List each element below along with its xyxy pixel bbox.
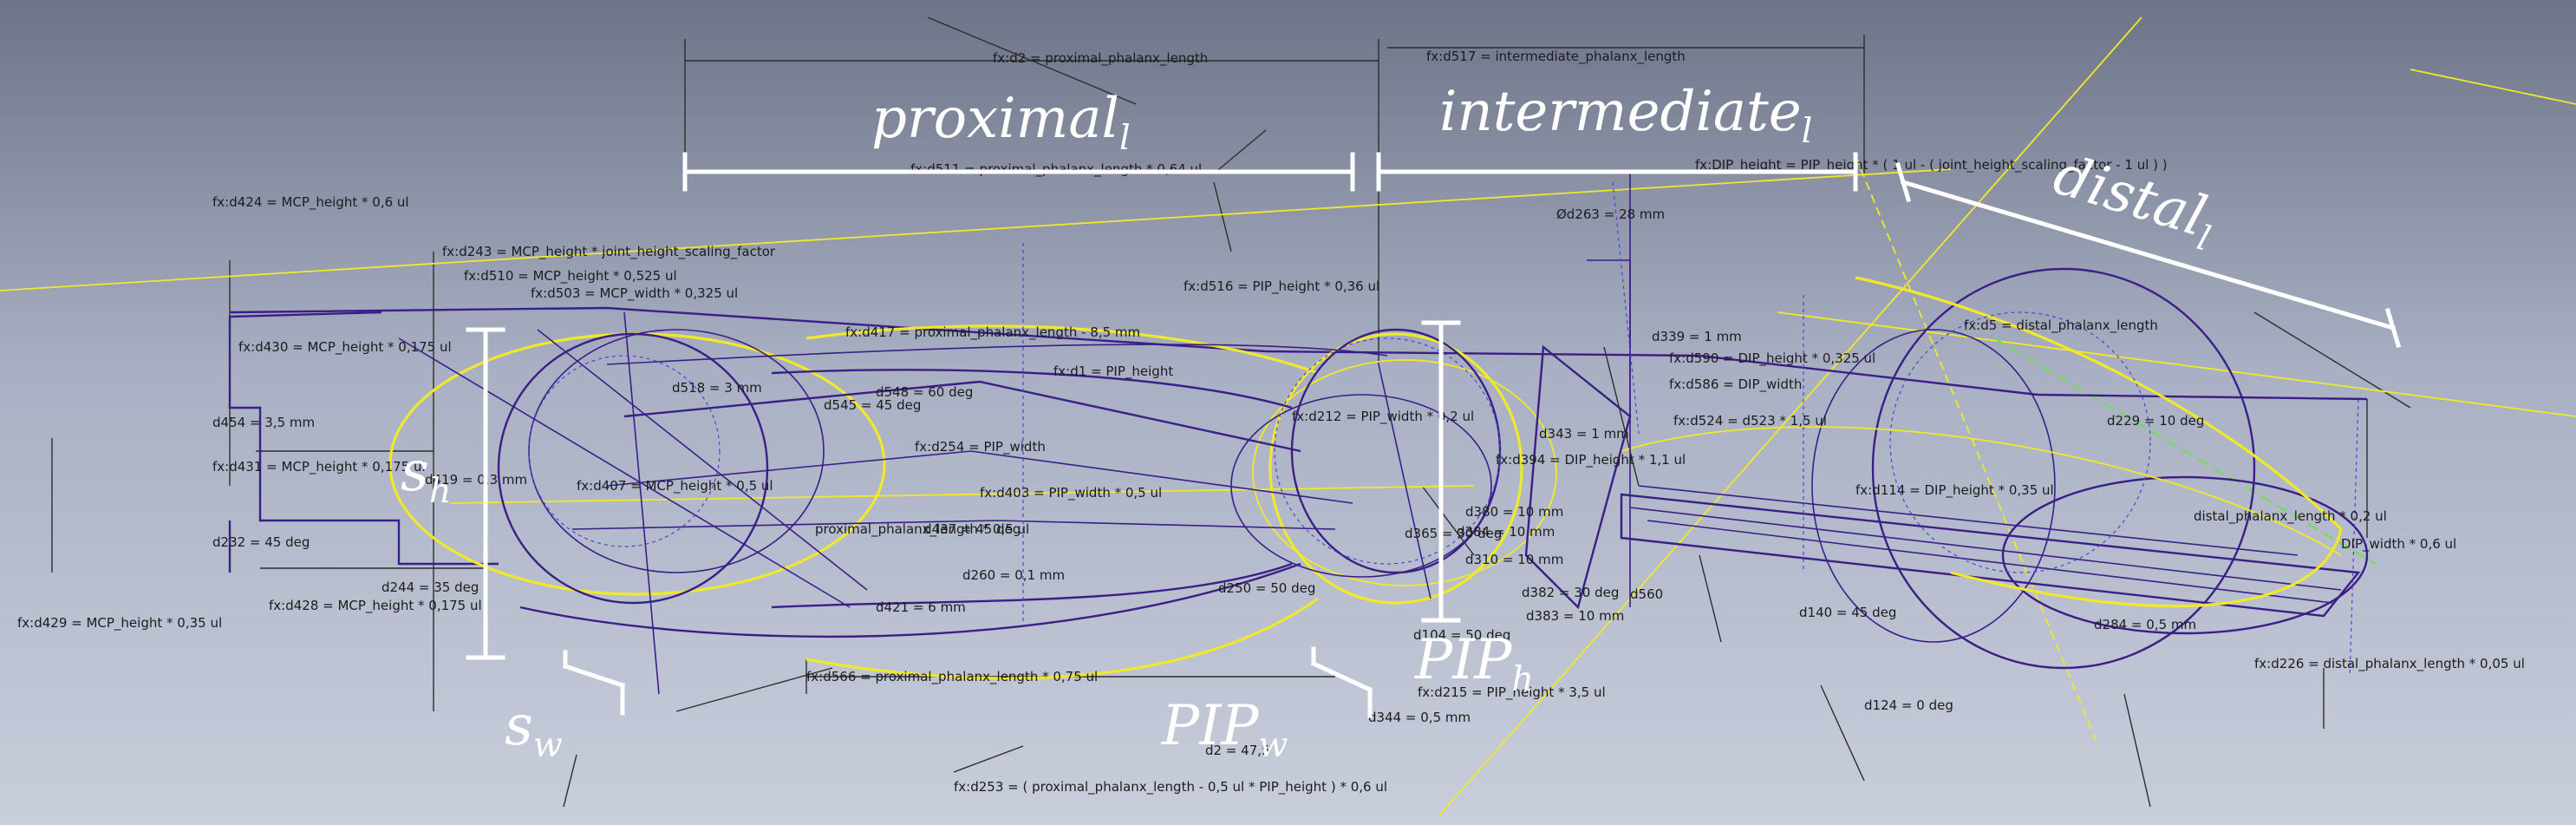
dimension-text: fx:d431 = MCP_height * 0,175 ul xyxy=(212,459,426,475)
dimension-text: d339 = 1 mm xyxy=(1652,329,1742,344)
dimension-text: fx:d114 = DIP_height * 0,35 ul xyxy=(1855,482,2054,499)
dimension-text: d545 = 45 deg xyxy=(824,397,921,413)
dimension-text: d382 = 30 deg xyxy=(1522,585,1619,600)
measurement-overlay xyxy=(466,152,2402,718)
dimension-text: d229 = 10 deg xyxy=(2107,413,2204,429)
dimension-text: fx:d430 = MCP_height * 0,175 ul xyxy=(238,339,452,356)
dimension-text: d260 = 0,1 mm xyxy=(962,567,1065,583)
dimension-text: d232 = 45 deg xyxy=(212,534,310,550)
dimension-text: d140 = 45 deg xyxy=(1799,605,1896,620)
dimension-text: fx:d510 = MCP_height * 0,525 ul xyxy=(464,268,677,285)
dimension-text: d365 = 30 deg xyxy=(1405,526,1502,541)
dimension-text: fx:d5 = distal_phalanx_length xyxy=(1964,318,2158,334)
dimension-text: fx:d407 = MCP_height * 0,5 ul xyxy=(577,478,773,494)
dimension-text: fx:d590 = DIP_height * 0,325 ul xyxy=(1669,350,1875,367)
dimension-text: fx:d2 = proximal_phalanx_length xyxy=(993,50,1208,67)
dimension-text: d310 = 10 mm xyxy=(1465,552,1563,567)
dimension-text: fx:d516 = PIP_height * 0,36 ul xyxy=(1184,278,1379,295)
proximal-length-label: proximall xyxy=(871,87,1131,158)
dimension-text: d284 = 0,5 mm xyxy=(2094,617,2196,632)
dimension-text: fx:d403 = PIP_width * 0,5 ul xyxy=(980,485,1162,501)
dimension-text: fx:d586 = DIP_width xyxy=(1669,376,1802,393)
dimension-text: fx:d394 = DIP_height * 1,1 ul xyxy=(1496,452,1686,468)
dimension-text: Ød263 = 28 mm xyxy=(1556,206,1665,222)
dimension-text: d124 = 0 deg xyxy=(1864,697,1953,713)
dimension-text: d548 = 60 deg xyxy=(876,384,973,400)
dimension-text: d419 = 0,3 mm xyxy=(425,472,527,488)
dimension-text: DIP_width * 0,6 ul xyxy=(2341,536,2456,553)
dimension-text: d250 = 50 deg xyxy=(1218,580,1315,596)
dimension-text: fx:d503 = MCP_width * 0,325 ul xyxy=(531,285,738,302)
dimension-text: fx:d215 = PIP_height * 3,5 ul xyxy=(1418,684,1606,701)
dimension-text: fx:d566 = proximal_phalanx_length * 0,75… xyxy=(806,669,1098,685)
dimension-text: fx:d517 = intermediate_phalanx_length xyxy=(1426,49,1686,65)
dimension-text: fx:d417 = proximal_phalanx_length - 8,5 … xyxy=(845,324,1140,341)
s-height-label: sh xyxy=(401,440,451,511)
dimension-text: fx:d1 = PIP_height xyxy=(1053,363,1173,380)
s-width-bar xyxy=(562,663,626,689)
dimension-text: fx:d254 = PIP_width xyxy=(915,439,1046,455)
overlay-labels: proximall intermediatel distall sh sw PI… xyxy=(401,80,2214,765)
dimension-text: d2 = 47,5 xyxy=(1205,743,1270,758)
intermediate-length-label: intermediatel xyxy=(1439,80,1812,151)
dimension-text: fx:d243 = MCP_height * joint_height_scal… xyxy=(442,244,776,260)
dimension-text: fx:d428 = MCP_height * 0,175 ul xyxy=(269,598,482,614)
dimension-text: d244 = 35 deg xyxy=(382,579,479,595)
pip-width-label: PIPw xyxy=(1161,694,1288,765)
dimension-text: fx:d424 = MCP_height * 0,6 ul xyxy=(212,194,409,211)
pip-width-bar xyxy=(1310,660,1373,693)
s-width-label: sw xyxy=(505,694,563,765)
dimension-text: distal_phalanx_length * 0,2 ul xyxy=(2194,508,2387,525)
dimension-text: d560 xyxy=(1630,586,1663,602)
dimension-text: fx:d429 = MCP_height * 0,35 ul xyxy=(17,615,222,632)
dimension-text: fx:d226 = distal_phalanx_length * 0,05 u… xyxy=(2254,656,2525,672)
dimension-text: d343 = 1 mm xyxy=(1539,426,1629,442)
dimension-text: d104 = 50 deg xyxy=(1413,627,1510,643)
dimension-text: d384 = 10 mm xyxy=(1457,524,1555,540)
dimension-text: d437 = 45 deg xyxy=(923,521,1021,537)
dimension-text: d518 = 3 mm xyxy=(672,380,762,396)
dimension-construction-lines xyxy=(51,16,2411,808)
dimension-text: d380 = 10 mm xyxy=(1465,504,1563,520)
dimension-text: d421 = 6 mm xyxy=(876,599,966,615)
dimension-text: d383 = 10 mm xyxy=(1526,608,1624,624)
pip-height-label: PIPh xyxy=(1414,628,1534,699)
distal-length-bar xyxy=(1900,179,2397,331)
dimension-text: fx:d253 = ( proximal_phalanx_length - 0,… xyxy=(954,779,1387,796)
dimension-text: fx:d524 = d523 * 1,5 ul xyxy=(1673,413,1827,429)
yellow-guide-lines xyxy=(0,16,2576,816)
dimension-text: proximal_phalanx_length * 0,5 ul xyxy=(815,521,1029,538)
dimension-text: d454 = 3,5 mm xyxy=(212,415,315,430)
dimension-text: d344 = 0,5 mm xyxy=(1368,710,1471,725)
dimension-text: fx:DIP_height = PIP_height * ( 1 ul - ( … xyxy=(1695,157,2168,174)
dimension-text: fx:d212 = PIP_width * 0,2 ul xyxy=(1292,409,1474,425)
finger-sketch-geometry xyxy=(228,174,2369,695)
